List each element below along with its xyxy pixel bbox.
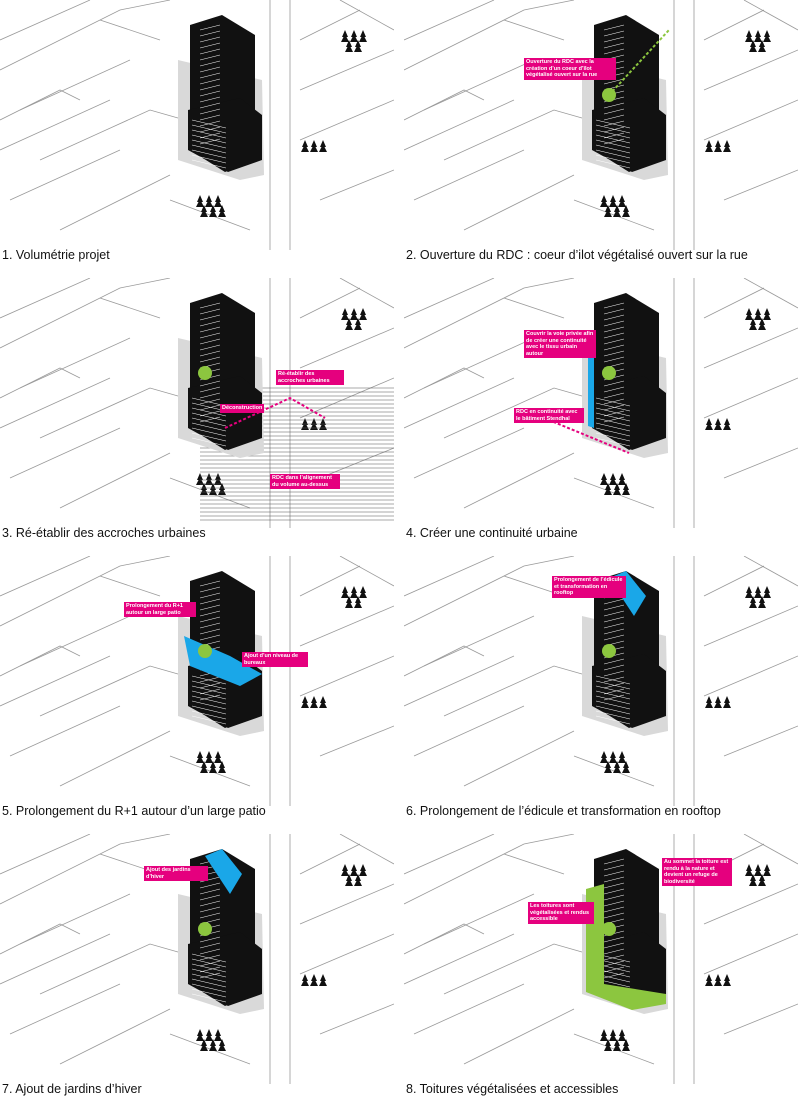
street-map bbox=[404, 556, 798, 806]
panel-3-tag-3: RDC dans l’alignement du volume au-dessu… bbox=[270, 474, 340, 489]
panel-7: 7. Ajout de jardins d’hiver Ajout des ja… bbox=[0, 834, 394, 1106]
green-patio bbox=[602, 644, 616, 658]
panel-8: 8. Toitures végétalisées et accessibles … bbox=[404, 834, 798, 1106]
tree-cluster bbox=[196, 1029, 226, 1051]
panel-3-tag-1: Ré-établir des accroches urbaines bbox=[276, 370, 344, 385]
tree-cluster bbox=[705, 418, 731, 430]
panel-2: 2. Ouverture du RDC : coeur d’ilot végét… bbox=[404, 0, 798, 272]
panel-1-axonometric bbox=[0, 0, 394, 250]
panel-3-caption: 3. Ré-établir des accroches urbaines bbox=[2, 526, 206, 540]
tree-cluster bbox=[196, 195, 226, 217]
panel-8-axonometric bbox=[404, 834, 798, 1084]
panel-6: 6. Prolongement de l’édicule et transfor… bbox=[404, 556, 798, 828]
project-building bbox=[582, 15, 668, 180]
panel-2-caption: 2. Ouverture du RDC : coeur d’ilot végét… bbox=[406, 248, 748, 262]
facade-lines bbox=[191, 858, 227, 1003]
green-roofs bbox=[586, 884, 666, 1010]
street-map bbox=[0, 556, 394, 806]
green-patio bbox=[602, 366, 616, 380]
panel-6-tag-1: Prolongement de l’édicule et transformat… bbox=[552, 576, 626, 598]
facade-lines bbox=[191, 302, 227, 447]
tree-cluster bbox=[745, 308, 771, 330]
facade-lines bbox=[595, 580, 631, 725]
green-patio bbox=[602, 922, 616, 936]
panel-5-tag-1: Prolongement du R+1 autour un large pati… bbox=[124, 602, 196, 617]
panel-8-tag-2: Les toitures sont végétalisées et rendus… bbox=[528, 902, 594, 924]
facade-lines bbox=[191, 24, 227, 169]
panel-5-tag-2: Ajout d’un niveau de bureaux bbox=[242, 652, 308, 667]
panel-2-tag-1: Ouverture du RDC avec la création d’un c… bbox=[524, 58, 616, 80]
street-map bbox=[404, 0, 798, 250]
covered-street bbox=[588, 336, 594, 428]
tree-cluster bbox=[745, 30, 771, 52]
panel-5-axonometric bbox=[0, 556, 394, 806]
panel-6-caption: 6. Prolongement de l’édicule et transfor… bbox=[406, 804, 721, 818]
tree-cluster bbox=[341, 864, 367, 886]
urban-link-arrow bbox=[224, 396, 326, 429]
street-map bbox=[0, 278, 394, 528]
panel-4-tag-2: RDC en continuité avec le bâtiment Stend… bbox=[514, 408, 584, 423]
project-building bbox=[178, 571, 264, 736]
project-building bbox=[582, 571, 668, 736]
panel-4: 4. Créer une continuité urbaine Couvrir … bbox=[404, 278, 798, 550]
green-patio bbox=[198, 366, 212, 380]
facade-lines bbox=[595, 24, 631, 169]
rooftop-extension bbox=[205, 849, 242, 894]
tree-cluster bbox=[705, 140, 731, 152]
tree-cluster bbox=[705, 696, 731, 708]
tree-cluster bbox=[301, 696, 327, 708]
panel-7-axonometric bbox=[0, 834, 394, 1084]
tree-cluster bbox=[745, 864, 771, 886]
panel-3-axonometric bbox=[0, 278, 394, 528]
panel-1: 1. Volumétrie projet bbox=[0, 0, 394, 272]
panel-4-axonometric bbox=[404, 278, 798, 528]
tree-cluster bbox=[341, 308, 367, 330]
panel-7-caption: 7. Ajout de jardins d’hiver bbox=[2, 1082, 142, 1096]
tree-cluster bbox=[745, 586, 771, 608]
tree-cluster bbox=[600, 1029, 630, 1051]
street-map bbox=[404, 278, 798, 528]
tree-cluster bbox=[196, 751, 226, 773]
tree-cluster bbox=[705, 974, 731, 986]
panel-1-caption: 1. Volumétrie projet bbox=[2, 248, 110, 262]
continuity-arrow bbox=[543, 417, 630, 454]
project-building bbox=[582, 849, 668, 1014]
panel-7-tag-1: Ajout des jardins d’hiver bbox=[144, 866, 208, 881]
tree-cluster bbox=[600, 751, 630, 773]
tree-cluster bbox=[341, 30, 367, 52]
green-patio bbox=[198, 644, 212, 658]
tree-cluster bbox=[341, 586, 367, 608]
panel-5-caption: 5. Prolongement du R+1 autour d’un large… bbox=[2, 804, 266, 818]
facade-lines bbox=[595, 302, 631, 447]
project-building bbox=[178, 15, 264, 180]
panel-5: 5. Prolongement du R+1 autour d’un large… bbox=[0, 556, 394, 828]
panel-8-caption: 8. Toitures végétalisées et accessibles bbox=[406, 1082, 619, 1096]
project-building bbox=[178, 293, 264, 458]
tree-cluster bbox=[301, 140, 327, 152]
tree-cluster bbox=[301, 974, 327, 986]
project-building bbox=[178, 849, 264, 1014]
panel-4-tag-1: Couvrir la voie privée afin de créer une… bbox=[524, 330, 596, 358]
project-building bbox=[582, 293, 668, 458]
panel-3: 3. Ré-établir des accroches urbaines Ré-… bbox=[0, 278, 394, 550]
green-patio bbox=[198, 922, 212, 936]
panel-4-caption: 4. Créer une continuité urbaine bbox=[406, 526, 578, 540]
panel-8-tag-1: Au sommet la toiture est rendu à la natu… bbox=[662, 858, 732, 886]
panel-3-tag-2: Déconstruction bbox=[220, 404, 264, 413]
tree-cluster bbox=[600, 473, 630, 495]
tree-cluster bbox=[600, 195, 630, 217]
panel-6-axonometric bbox=[404, 556, 798, 806]
panel-2-axonometric bbox=[404, 0, 798, 250]
